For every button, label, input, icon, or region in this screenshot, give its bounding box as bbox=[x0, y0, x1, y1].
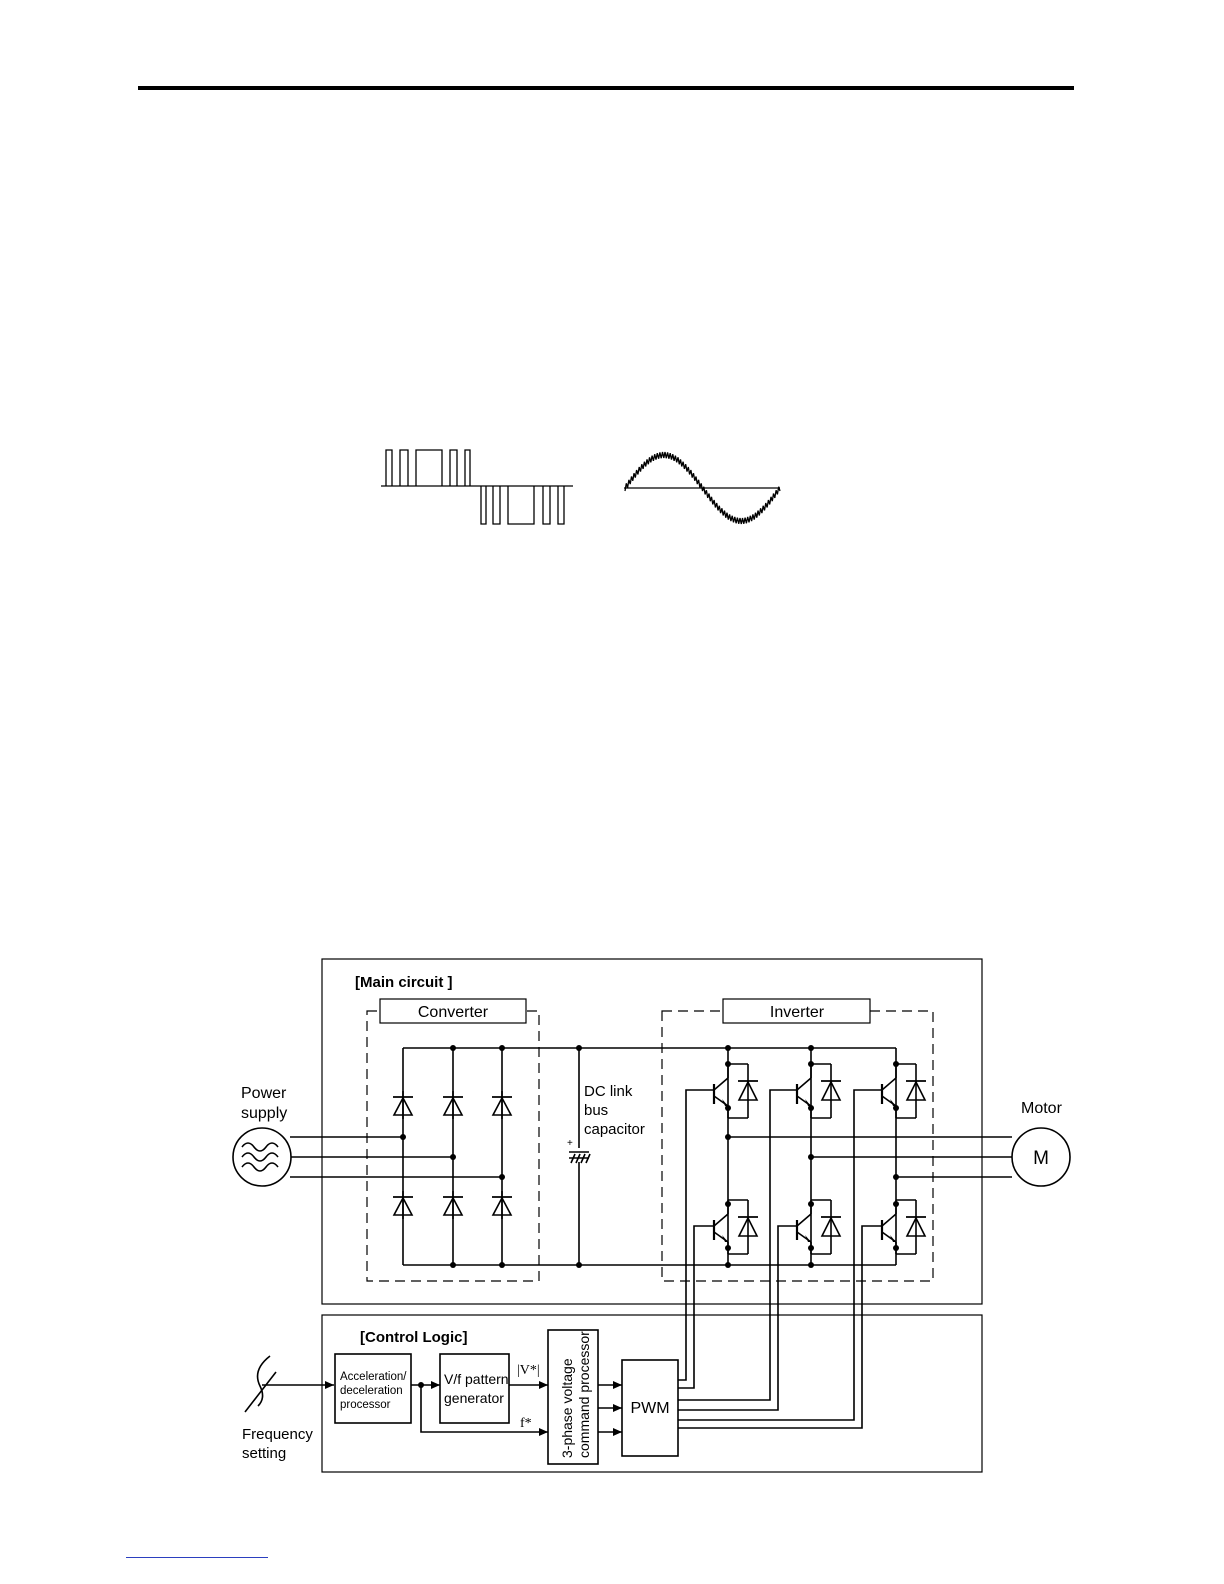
motor-label: Motor bbox=[1021, 1100, 1063, 1117]
three-phase-block-line1: 3-phase voltage bbox=[559, 1358, 575, 1458]
power-supply-label-line1: Power bbox=[241, 1085, 287, 1102]
three-phase-block-line2: command processor bbox=[576, 1331, 592, 1458]
gate-signal-lines bbox=[678, 1090, 882, 1428]
power-supply-icon bbox=[233, 1128, 291, 1186]
pwm-waveform bbox=[381, 450, 573, 524]
frequency-setting-label-line2: setting bbox=[242, 1445, 286, 1462]
inverter-section bbox=[662, 1011, 933, 1281]
accel-block-line2: deceleration bbox=[340, 1385, 403, 1397]
vf-block-line2: generator bbox=[444, 1390, 504, 1406]
main-circuit-title: [Main circuit ] bbox=[355, 974, 453, 991]
frequency-setting-label-line1: Frequency bbox=[242, 1426, 313, 1443]
capacitor-label-line1: DC link bbox=[584, 1083, 633, 1100]
footer-link-rule bbox=[126, 1557, 268, 1558]
frequency-knob-icon bbox=[245, 1356, 334, 1412]
control-logic-title: [Control Logic] bbox=[360, 1329, 467, 1346]
capacitor-label-line3: capacitor bbox=[584, 1121, 645, 1138]
accel-block-line1: Acceleration/ bbox=[340, 1371, 407, 1383]
motor-symbol: M bbox=[1033, 1148, 1049, 1169]
f-signal-label: f* bbox=[520, 1416, 532, 1431]
vf-block-line1: V/f pattern bbox=[444, 1371, 509, 1387]
sine-waveform bbox=[624, 452, 780, 524]
capacitor-label-line2: bus bbox=[584, 1102, 608, 1119]
capacitor-polarity: + bbox=[567, 1138, 573, 1149]
vf-pattern-block bbox=[440, 1354, 509, 1423]
inverter-label: Inverter bbox=[770, 1004, 825, 1021]
power-supply-label-line2: supply bbox=[241, 1105, 287, 1122]
converter-label: Converter bbox=[418, 1004, 489, 1021]
v-signal-label: |V*| bbox=[517, 1363, 540, 1378]
accel-block-line3: processor bbox=[340, 1399, 391, 1411]
inverter-switches bbox=[714, 1064, 926, 1254]
dc-bus bbox=[290, 1048, 1012, 1265]
pwm-block-label: PWM bbox=[630, 1400, 669, 1417]
